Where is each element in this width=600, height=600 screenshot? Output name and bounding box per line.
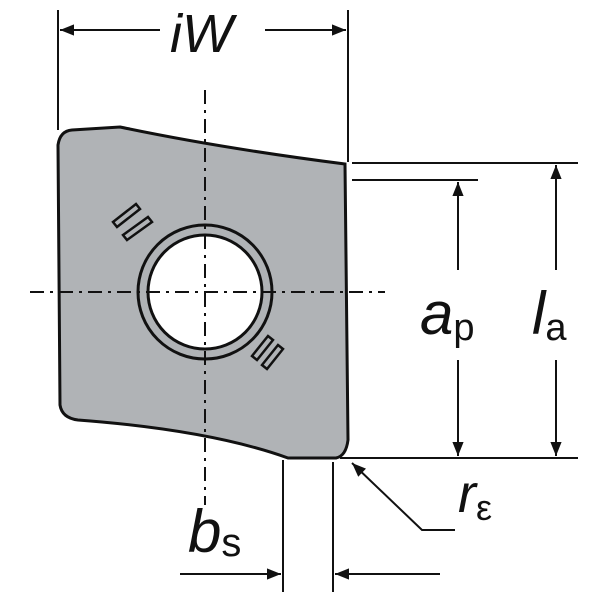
r-epsilon-main: r [458,464,478,524]
r-epsilon-leader [351,462,455,531]
bs-label-main: b [188,498,221,565]
bs-label: bs [188,498,241,565]
la-label-subscript: a [545,307,567,349]
ap-label: ap [420,280,475,349]
r-epsilon-subscript: ε [476,487,492,528]
la-label-main: l [532,280,547,347]
ap-label-subscript: p [453,307,474,349]
la-label: la [532,280,567,349]
edge-marks-upper [111,202,154,242]
ap-label-main: a [420,280,453,347]
iw-label: iW [170,4,238,64]
bs-label-subscript: s [221,521,241,565]
edge-marks-lower [250,334,285,371]
r-epsilon-label: rε [458,464,492,528]
